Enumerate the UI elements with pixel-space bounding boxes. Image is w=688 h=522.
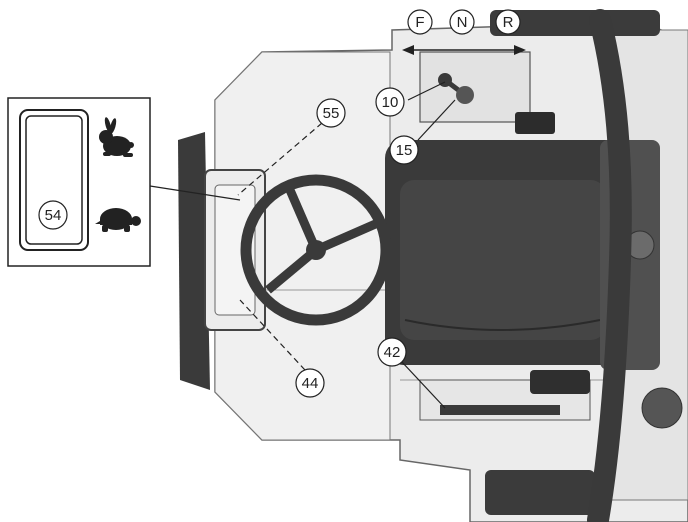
top-plate [419,51,531,123]
callout-10-circle [375,87,405,117]
speed-switch-inset: 54 [7,97,151,267]
forward-label: F [415,14,424,31]
right-knob [641,387,683,429]
callout-10: 10 [382,94,399,111]
callout-54: 54 [45,207,62,224]
leader-54 [149,185,241,201]
neutral-marker [449,9,475,35]
reverse-marker [495,9,521,35]
turtle-icon [95,208,141,232]
leader-44 [239,299,306,371]
reverse-label: R [503,14,514,31]
top-bar [490,10,660,36]
callout-44-circle [295,368,325,398]
seat-cushion [400,180,605,340]
lever-pivot [456,86,474,104]
chassis-front-panel [214,51,391,441]
leader-lines [149,81,456,409]
forward-marker [407,9,433,35]
callout-44: 44 [302,375,319,392]
direction-lever[interactable] [438,73,555,134]
steering-spokes [265,188,382,294]
dash-inner [214,184,256,316]
callout-55-circle [316,98,346,128]
roll-bar [587,9,632,522]
top-guard [419,10,660,123]
rabbit-icon [99,117,134,157]
steering-wheel[interactable] [240,174,392,326]
neutral-label: N [457,14,468,31]
steering-assembly [178,132,392,390]
leader-42 [401,361,446,409]
lever-bracket [515,112,555,134]
direction-arrow-right-head [514,45,526,55]
callout-42: 42 [384,344,401,361]
callout-55: 55 [323,105,340,122]
direction-arrow-left-head [402,45,414,55]
callout-42-circle [377,337,407,367]
callouts: 10 15 55 44 42 [295,87,419,398]
callout-15-circle [389,135,419,165]
callout-15: 15 [396,142,413,159]
seat-crease [404,319,601,331]
leader-10 [407,81,446,101]
callout-54-circle [38,200,68,230]
lower-block [530,370,590,394]
lower-assembly [419,370,683,515]
lever-42 [440,405,560,415]
bottom-foot [485,470,595,515]
leader-15 [417,99,456,141]
steering-column-base [178,132,210,390]
leader-55 [237,122,323,196]
direction-selector: F N R [402,9,526,55]
